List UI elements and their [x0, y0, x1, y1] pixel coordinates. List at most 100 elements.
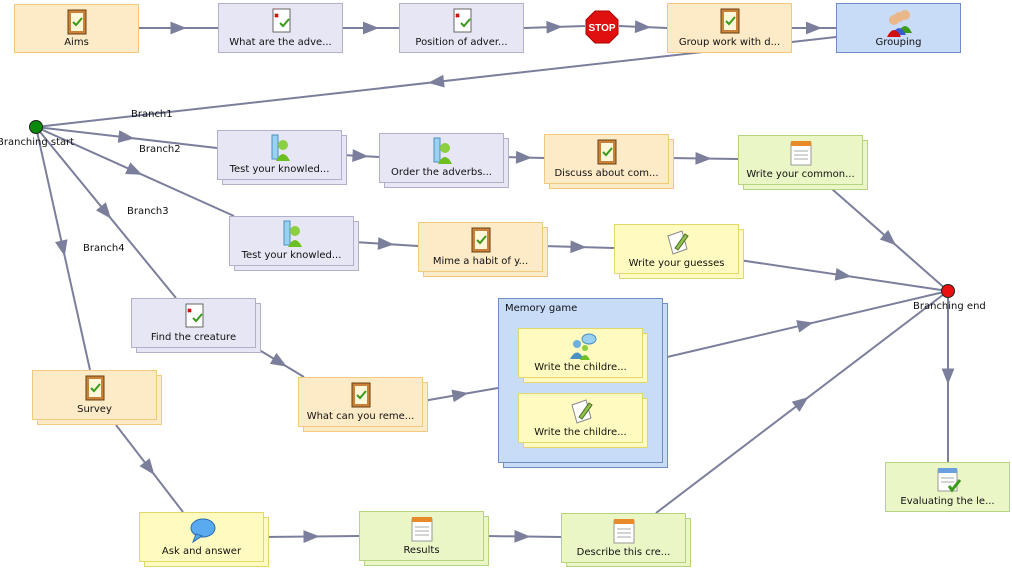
- paper-pencil-icon: [663, 228, 691, 256]
- arrowhead-ask-to-results: [303, 530, 320, 543]
- activity-write-children-2[interactable]: Write the childre...: [518, 393, 643, 443]
- activity-write-children-1[interactable]: Write the childre...: [518, 328, 643, 378]
- activity-mime[interactable]: Mime a habit of y...: [418, 222, 543, 272]
- notebook-icon: [81, 374, 109, 402]
- branching-start-label: Branching start: [0, 137, 75, 148]
- activity-label: Find the creature: [150, 332, 237, 343]
- arrowhead-find-to-remember: [269, 352, 287, 367]
- activity-survey[interactable]: Survey: [32, 370, 157, 420]
- activity-label: Describe this cre...: [576, 547, 671, 558]
- stop-gate-icon[interactable]: STOP: [585, 10, 619, 44]
- paper-pencil-icon: [567, 397, 595, 425]
- activity-ask-answer[interactable]: Ask and answer: [139, 512, 264, 562]
- arrowhead-end-to-evaluating: [941, 368, 955, 385]
- activity-write-guesses[interactable]: Write your guesses: [614, 224, 739, 274]
- notepad-icon: [408, 515, 436, 543]
- activity-evaluating[interactable]: Evaluating the le...: [885, 462, 1010, 512]
- chat-people-icon: [567, 332, 596, 360]
- arrowhead-mime-to-guesses: [570, 240, 587, 254]
- activity-write-common[interactable]: Write your common...: [738, 135, 863, 185]
- arrowhead-guesses-to-end: [834, 267, 852, 281]
- branching-end-label: Branching end: [913, 301, 986, 312]
- quiz-icon: [180, 302, 208, 330]
- branch-label-4: Branch4: [83, 243, 125, 254]
- activity-label: Group work with d...: [678, 37, 781, 48]
- activity-label: Grouping: [875, 37, 922, 48]
- arrowhead-discuss-to-write: [695, 151, 712, 165]
- activity-adverbs-what[interactable]: What are the adve...: [218, 3, 343, 53]
- arrowhead-start-to-test1: [117, 130, 135, 143]
- activity-label: Results: [403, 545, 440, 556]
- arrowhead-results-to-describe: [514, 529, 531, 543]
- arrowhead-order-to-discuss: [515, 150, 532, 164]
- activity-label: What can you reme...: [306, 411, 415, 422]
- activity-describe[interactable]: Describe this cre...: [561, 513, 686, 563]
- test-user-icon: [278, 220, 306, 248]
- activity-label: What are the adve...: [229, 37, 332, 48]
- activity-label: Ask and answer: [161, 546, 242, 557]
- activity-label: Write the childre...: [534, 362, 627, 373]
- activity-test-1[interactable]: Test your knowled...: [217, 130, 342, 180]
- notebook-icon: [347, 381, 375, 409]
- notebook-icon: [63, 8, 91, 36]
- memory-game-title: Memory game: [505, 303, 578, 314]
- people-group-icon: [885, 7, 913, 37]
- arrowhead-stop-to-group: [634, 20, 651, 34]
- activity-what-remember[interactable]: What can you reme...: [298, 377, 423, 427]
- notebook-icon: [593, 138, 621, 166]
- activity-label: Write your common...: [746, 169, 855, 180]
- branch-label-3: Branch3: [127, 206, 169, 217]
- arrowhead-start-to-test2: [125, 162, 143, 175]
- activity-discuss[interactable]: Discuss about com...: [544, 134, 669, 184]
- notepad-icon: [610, 517, 638, 545]
- arrowhead-memory-to-end: [796, 320, 814, 333]
- activity-order-adverbs[interactable]: Order the adverbs...: [379, 133, 504, 183]
- activity-label: Survey: [77, 404, 112, 415]
- arrowhead-start-to-survey: [55, 239, 68, 257]
- arrowhead-survey-to-ask: [139, 458, 155, 475]
- arrowhead-grouping-to-start: [428, 74, 445, 88]
- arrowhead-describe-to-end: [791, 397, 809, 412]
- activity-label: Mime a habit of y...: [432, 256, 529, 267]
- notepad-icon: [787, 139, 815, 167]
- arrowhead-remember-to-memory: [451, 389, 469, 403]
- activity-find-creature[interactable]: Find the creature: [131, 298, 256, 348]
- activity-label: Aims: [64, 37, 89, 48]
- branching-start-point[interactable]: [29, 120, 43, 134]
- quiz-icon: [267, 7, 295, 35]
- activity-label: Write the childre...: [534, 427, 627, 438]
- arrowhead-what-to-position: [363, 21, 379, 35]
- notebook-icon: [716, 7, 744, 35]
- activity-label: Order the adverbs...: [391, 167, 492, 178]
- test-user-icon: [428, 137, 456, 165]
- activity-grouping[interactable]: Grouping: [836, 3, 961, 53]
- arrowhead-test1-to-order: [352, 149, 369, 162]
- activity-group-work[interactable]: Group work with d...: [667, 3, 792, 53]
- arrowhead-test2-to-mime: [377, 237, 394, 250]
- activity-label: Test your knowled...: [241, 250, 342, 261]
- activity-label: Evaluating the le...: [900, 496, 995, 507]
- notebook-icon: [467, 226, 495, 254]
- checklist-icon: [934, 466, 962, 494]
- activity-label: Test your knowled...: [229, 164, 330, 175]
- activity-label: Discuss about com...: [554, 168, 659, 179]
- stop-text: STOP: [588, 23, 615, 34]
- activity-aims[interactable]: Aims: [14, 4, 139, 53]
- arrowhead-group-to-grouping: [806, 21, 822, 35]
- branch-label-2: Branch2: [139, 144, 181, 155]
- test-user-icon: [266, 134, 294, 162]
- activity-test-2[interactable]: Test your knowled...: [229, 216, 354, 266]
- chat-bubble-icon: [188, 516, 216, 544]
- activity-results[interactable]: Results: [359, 511, 484, 561]
- branch-label-1: Branch1: [131, 109, 173, 120]
- activity-label: Position of adver...: [415, 37, 508, 48]
- activity-adverbs-position[interactable]: Position of adver...: [399, 3, 524, 53]
- quiz-icon: [448, 7, 476, 35]
- arrowhead-aims-to-what: [170, 21, 187, 35]
- activity-label: Write your guesses: [628, 258, 725, 269]
- branching-end-point[interactable]: [941, 284, 955, 298]
- arrowhead-position-to-stop: [546, 20, 563, 34]
- arrowhead-write-to-end: [879, 229, 897, 246]
- arrowhead-start-to-find: [95, 202, 112, 219]
